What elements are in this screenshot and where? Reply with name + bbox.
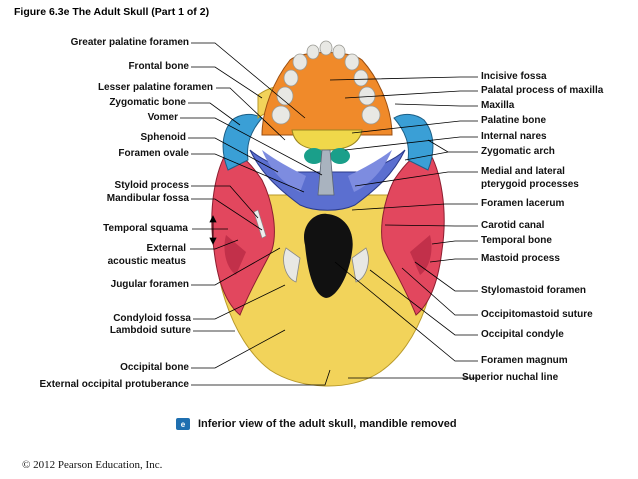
occipital-condyle-left <box>283 247 301 283</box>
leader-lines-right <box>329 76 478 379</box>
internal-nares-left <box>304 148 324 164</box>
label-frontal-bone: Frontal bone <box>128 61 189 72</box>
label-lesser-palatine-foramen: Lesser palatine foramen <box>97 82 213 93</box>
label-zygomatic-bone: Zygomatic bone <box>109 97 186 108</box>
label-temporal-bone: Temporal bone <box>481 235 552 246</box>
label-external-occipital-protuberance: External occipital protuberance <box>39 379 190 390</box>
label-foramen-ovale: Foramen ovale <box>118 148 189 159</box>
label-vomer: Vomer <box>147 112 178 123</box>
label-styloid-process: Styloid process <box>114 180 189 191</box>
label-pterygoid-1: Medial and lateral <box>481 166 565 177</box>
palatine-bone-shape <box>291 129 363 151</box>
label-foramen-magnum: Foramen magnum <box>481 355 568 366</box>
label-pterygoid-2: pterygoid processes <box>481 179 579 190</box>
label-temporal-squama: Temporal squama <box>103 223 188 234</box>
sphenoid-wing-right <box>348 150 392 192</box>
caption-badge: e <box>176 418 190 430</box>
label-internal-nares: Internal nares <box>481 131 547 142</box>
teeth-arch <box>271 40 381 125</box>
label-foramen-lacerum: Foramen lacerum <box>481 198 565 209</box>
label-zygomatic-arch: Zygomatic arch <box>481 146 555 157</box>
label-condyloid-fossa: Condyloid fossa <box>113 313 191 324</box>
zygomatic-bone-left <box>222 113 263 171</box>
figure-caption: e Inferior view of the adult skull, mand… <box>176 418 457 430</box>
label-jugular-foramen: Jugular foramen <box>110 279 189 290</box>
label-external-acoustic-1: External <box>146 243 186 254</box>
mastoid-left <box>224 235 246 275</box>
label-superior-nuchal-line: Superior nuchal line <box>462 372 559 383</box>
mastoid-right <box>410 235 432 275</box>
label-sphenoid: Sphenoid <box>140 132 186 143</box>
foramen-magnum-shape <box>304 213 353 298</box>
label-carotid-canal: Carotid canal <box>481 220 545 231</box>
label-occipital-bone: Occipital bone <box>120 362 189 373</box>
figure-title: Figure 6.3e The Adult Skull (Part 1 of 2… <box>14 6 210 18</box>
label-mandibular-fossa: Mandibular fossa <box>106 193 189 204</box>
label-maxilla: Maxilla <box>481 100 515 111</box>
caption-text: Inferior view of the adult skull, mandib… <box>198 418 457 430</box>
internal-nares-right <box>330 148 350 164</box>
label-palatine-bone: Palatine bone <box>481 115 547 126</box>
leader-lines-left <box>180 42 331 386</box>
occipital-condyle-right <box>351 247 369 283</box>
label-mastoid-process: Mastoid process <box>481 253 560 264</box>
label-external-acoustic-2: acoustic meatus <box>107 256 186 267</box>
label-lambdoid-suture: Lambdoid suture <box>109 325 191 336</box>
label-incisive-fossa: Incisive fossa <box>481 71 547 82</box>
label-greater-palatine-foramen: Greater palatine foramen <box>70 37 189 48</box>
label-palatal-process: Palatal process of maxilla <box>481 85 604 96</box>
label-occipitomastoid-suture: Occipitomastoid suture <box>481 309 593 320</box>
label-occipital-condyle: Occipital condyle <box>481 329 564 340</box>
temporal-squama-arrow <box>209 215 217 245</box>
vomer-shape <box>317 149 335 196</box>
sphenoid-wing-left <box>262 150 306 192</box>
copyright: © 2012 Pearson Education, Inc. <box>22 459 163 471</box>
label-stylomastoid-foramen: Stylomastoid foramen <box>481 285 587 296</box>
